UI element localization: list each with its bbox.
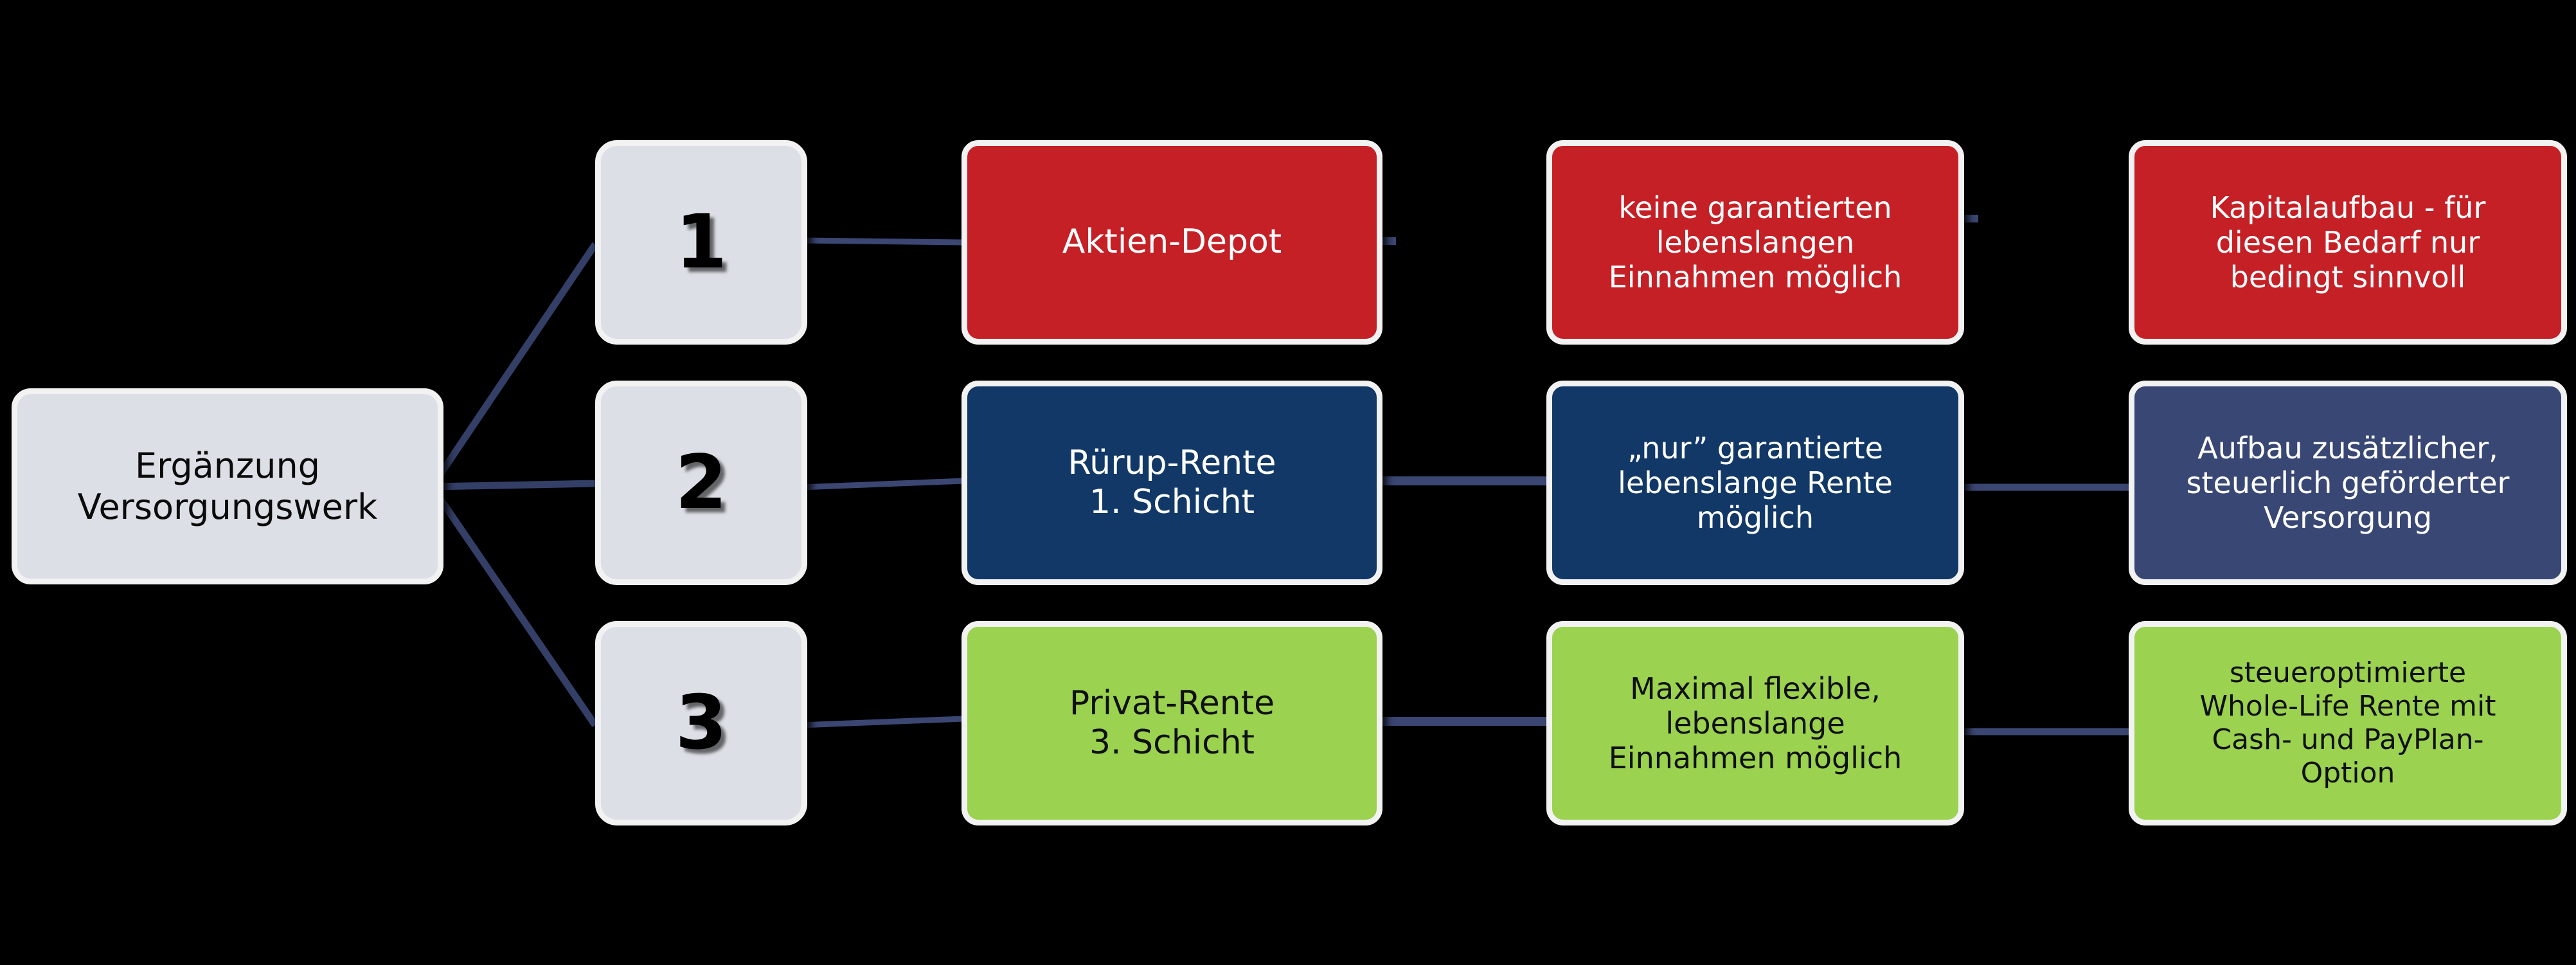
product-node-2[interactable]: Rürup-Rente 1. Schicht xyxy=(962,381,1382,585)
product-node-1-line-1: Aktien-Depot xyxy=(1062,222,1282,262)
step-number-1: 1 xyxy=(675,198,728,285)
property-node-2-line-3: möglich xyxy=(1696,500,1814,536)
conclusion-node-2-line-2: steuerlich geförderter xyxy=(2186,465,2510,500)
property-node-1-line-3: Einnahmen möglich xyxy=(1608,260,1902,295)
property-node-1-line-1: keine garantierten xyxy=(1618,190,1892,225)
conclusion-node-3-line-2: Whole-Life Rente mit xyxy=(2199,690,2496,723)
conclusion-node-3[interactable]: steueroptimierte Whole-Life Rente mit Ca… xyxy=(2129,621,2567,825)
conclusion-node-3-line-4: Option xyxy=(2300,756,2395,789)
root-node[interactable]: Ergänzung Versorgungswerk xyxy=(12,388,443,584)
property-node-2[interactable]: „nur” garantierte lebenslange Rente mögl… xyxy=(1546,381,1964,585)
property-node-2-label: „nur” garantierte lebenslange Rente mögl… xyxy=(1561,431,1949,536)
step-number-3: 3 xyxy=(675,679,728,766)
conclusion-node-2-label: Aufbau zusätzlicher, steuerlich geförder… xyxy=(2143,431,2552,536)
property-node-2-line-1: „nur” garantierte xyxy=(1627,430,1883,465)
property-node-1[interactable]: keine garantierten lebenslangen Einnahme… xyxy=(1546,140,1964,345)
property-node-3-line-1: Maximal flexible, xyxy=(1630,671,1881,706)
product-node-2-label: Rürup-Rente 1. Schicht xyxy=(976,444,1368,523)
conclusion-node-3-line-3: Cash- und PayPlan- xyxy=(2212,723,2484,756)
product-node-1-label: Aktien-Depot xyxy=(976,222,1368,262)
product-node-2-line-2: 1. Schicht xyxy=(1089,483,1255,521)
conclusion-node-2-line-1: Aufbau zusätzlicher, xyxy=(2197,430,2498,465)
property-node-3-label: Maximal flexible, lebenslange Einnahmen … xyxy=(1561,671,1949,776)
connector-root-to-step-2 xyxy=(431,480,596,491)
connector-root-to-step-3 xyxy=(429,484,598,728)
conclusion-node-1-line-1: Kapitalaufbau - für xyxy=(2210,190,2486,225)
conclusion-node-1-line-3: bedingt sinnvoll xyxy=(2230,260,2466,295)
step-node-1[interactable]: 1 xyxy=(595,140,807,345)
step-number-2: 2 xyxy=(675,438,728,526)
connector-step-2-to-product-2 xyxy=(800,478,965,491)
step-node-2[interactable]: 2 xyxy=(595,381,807,585)
product-node-2-line-1: Rürup-Rente xyxy=(1068,443,1276,482)
conclusion-node-2-line-3: Versorgung xyxy=(2263,500,2433,536)
product-node-3-line-2: 3. Schicht xyxy=(1089,723,1255,762)
property-node-1-label: keine garantierten lebenslangen Einnahme… xyxy=(1561,190,1949,295)
conclusion-node-1[interactable]: Kapitalaufbau - für diesen Bedarf nur be… xyxy=(2129,140,2567,345)
property-node-3-line-3: Einnahmen möglich xyxy=(1608,741,1902,776)
conclusion-node-1-label: Kapitalaufbau - für diesen Bedarf nur be… xyxy=(2143,190,2552,295)
connector-step-1-to-product-1 xyxy=(800,237,965,246)
root-node-label: Ergänzung Versorgungswerk xyxy=(26,446,429,527)
product-node-3-line-1: Privat-Rente xyxy=(1069,683,1275,723)
product-node-3-label: Privat-Rente 3. Schicht xyxy=(976,684,1368,763)
conclusion-node-3-label: steueroptimierte Whole-Life Rente mit Ca… xyxy=(2143,656,2552,790)
root-node-line-2: Versorgungswerk xyxy=(77,486,378,527)
property-node-3[interactable]: Maximal flexible, lebenslange Einnahmen … xyxy=(1546,621,1964,825)
property-node-3-line-2: lebenslange xyxy=(1665,705,1845,741)
conclusion-node-2[interactable]: Aufbau zusätzlicher, steuerlich geförder… xyxy=(2129,381,2567,585)
property-node-2-line-2: lebenslange Rente xyxy=(1618,465,1893,500)
connector-root-to-step-1 xyxy=(429,242,598,489)
conclusion-node-1-line-2: diesen Bedarf nur xyxy=(2215,224,2480,260)
connector-step-3-to-product-3 xyxy=(800,716,965,728)
step-node-3[interactable]: 3 xyxy=(595,621,807,825)
root-node-line-1: Ergänzung xyxy=(134,445,321,486)
product-node-3[interactable]: Privat-Rente 3. Schicht xyxy=(962,621,1382,825)
product-node-1[interactable]: Aktien-Depot xyxy=(962,140,1382,345)
property-node-1-line-2: lebenslangen xyxy=(1656,224,1855,260)
conclusion-node-3-line-1: steueroptimierte xyxy=(2229,656,2467,690)
